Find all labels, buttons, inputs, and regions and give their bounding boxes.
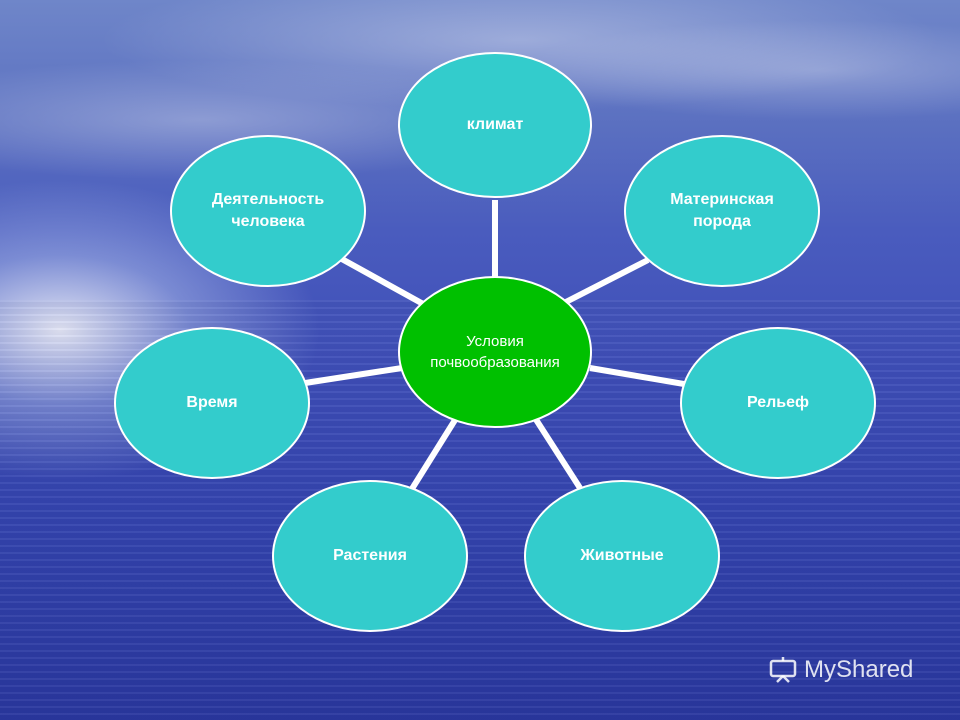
watermark-logo: MyShared xyxy=(768,656,913,684)
connector-human xyxy=(338,255,427,308)
node-parent-rock-label: Материнская порода xyxy=(670,191,774,230)
node-parent-rock: Материнская порода xyxy=(624,135,820,287)
node-plants-label: Растения xyxy=(333,547,407,564)
node-time-label: Время xyxy=(186,394,238,411)
node-animals-label: Животные xyxy=(580,547,664,564)
presentation-icon xyxy=(769,657,797,683)
node-center: Условия почвообразования xyxy=(398,276,592,428)
connector-animals xyxy=(532,416,583,490)
node-time: Время xyxy=(114,327,310,479)
node-relief: Рельеф xyxy=(680,327,876,479)
node-relief-label: Рельеф xyxy=(746,394,810,411)
connector-time xyxy=(304,365,403,386)
node-human: Деятельность человека xyxy=(170,135,366,287)
node-climate-label: климат xyxy=(466,116,524,133)
node-animals: Животные xyxy=(524,480,720,632)
node-plants: Растения xyxy=(272,480,468,632)
node-human-label: Деятельность человека xyxy=(211,191,325,230)
connector-relief xyxy=(589,365,691,388)
connector-plants xyxy=(407,418,458,494)
watermark-text: MyShared xyxy=(804,656,914,683)
node-climate: климат xyxy=(398,52,592,198)
node-center-label: Условия почвообразования xyxy=(430,333,560,371)
connector-parent-rock xyxy=(558,257,650,308)
